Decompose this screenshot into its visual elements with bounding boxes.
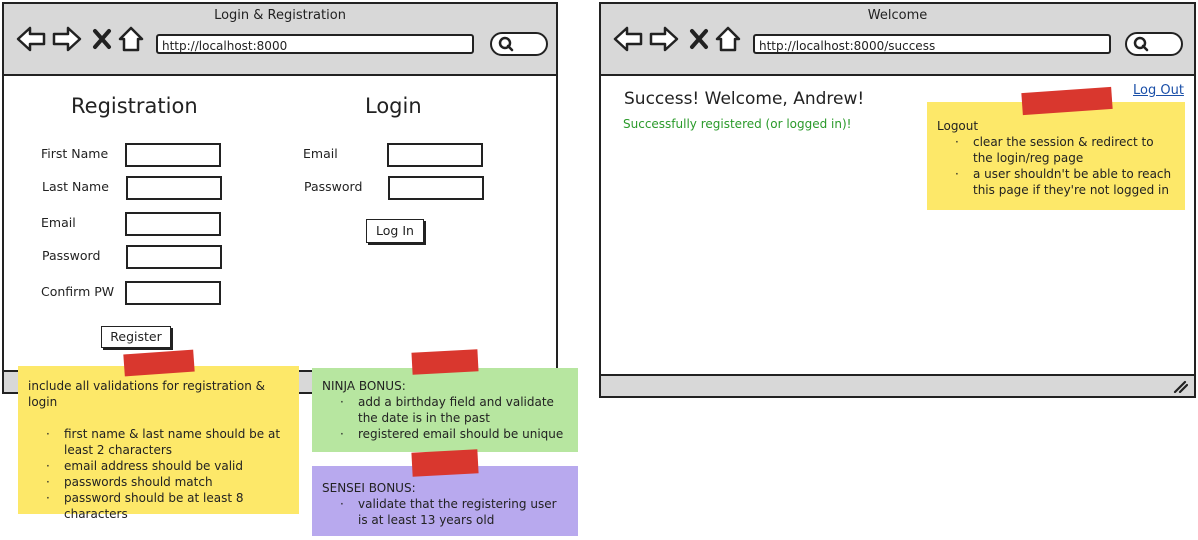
ninja-bonus-note: NINJA BONUS: add a birthday field and va… — [312, 368, 578, 452]
sensei-bonus-note: SENSEI BONUS: validate that the register… — [312, 466, 578, 536]
first-name-field[interactable] — [125, 143, 221, 167]
ninja-list: add a birthday field and validate the da… — [322, 394, 568, 442]
sensei-list: validate that the registering user is at… — [322, 496, 568, 528]
forward-arrow-icon[interactable] — [649, 26, 679, 54]
browser-window-welcome: Welcome http://localhost:8000/success Su… — [599, 2, 1196, 398]
list-item: a user shouldn't be able to reach this p… — [937, 166, 1175, 198]
home-icon[interactable] — [715, 26, 741, 54]
home-icon[interactable] — [118, 26, 144, 54]
last-name-label: Last Name — [42, 179, 109, 194]
search-field[interactable] — [490, 32, 548, 56]
list-item: passwords should match — [28, 474, 289, 490]
last-name-field[interactable] — [126, 176, 222, 200]
validation-list: first name & last name should be at leas… — [28, 426, 289, 522]
title-bar: Login & Registration http://localhost:80… — [4, 4, 556, 76]
login-password-label: Password — [304, 179, 363, 194]
tape-decoration — [411, 349, 479, 375]
password-label: Password — [42, 248, 101, 263]
login-email-field[interactable] — [387, 143, 483, 167]
search-icon — [1133, 36, 1149, 52]
confirm-password-label: Confirm PW — [41, 284, 115, 299]
login-password-field[interactable] — [388, 176, 484, 200]
forward-arrow-icon[interactable] — [52, 26, 82, 54]
email-field[interactable] — [125, 212, 221, 236]
success-message: Successfully registered (or logged in)! — [623, 117, 852, 131]
list-item: validate that the registering user is at… — [322, 496, 568, 528]
window-title: Welcome — [867, 8, 928, 23]
email-label: Email — [41, 215, 76, 230]
first-name-label: First Name — [41, 146, 109, 161]
list-item: registered email should be unique — [322, 426, 568, 442]
logout-note: Logout clear the session & redirect to t… — [927, 102, 1185, 210]
confirm-password-field[interactable] — [125, 281, 221, 305]
search-field[interactable] — [1125, 32, 1183, 56]
list-item: first name & last name should be at leas… — [28, 426, 289, 458]
back-arrow-icon[interactable] — [16, 26, 46, 54]
title-bar: Welcome http://localhost:8000/success — [601, 4, 1194, 76]
tape-decoration — [411, 449, 479, 477]
login-button[interactable]: Log In — [366, 219, 424, 243]
validation-requirements-note: include all validations for registration… — [18, 366, 299, 521]
browser-window-login: Login & Registration http://localhost:80… — [2, 2, 558, 394]
list-item: clear the session & redirect to the logi… — [937, 134, 1175, 166]
note-heading: include all validations for registration… — [28, 379, 265, 409]
resize-grip-icon[interactable] — [1172, 379, 1188, 393]
close-x-icon[interactable] — [689, 26, 709, 54]
welcome-greeting: Success! Welcome, Andrew! — [624, 89, 865, 109]
status-bar — [601, 374, 1194, 396]
note-heading: SENSEI BONUS: — [322, 481, 416, 495]
list-item: password should be at least 8 characters — [28, 490, 289, 522]
back-arrow-icon[interactable] — [613, 26, 643, 54]
password-field[interactable] — [126, 245, 222, 269]
registration-heading: Registration — [71, 94, 198, 118]
register-button[interactable]: Register — [101, 326, 171, 348]
login-email-label: Email — [303, 146, 338, 161]
window-title: Login & Registration — [214, 8, 346, 23]
note-heading: NINJA BONUS: — [322, 379, 406, 393]
logout-list: clear the session & redirect to the logi… — [937, 134, 1175, 198]
list-item: email address should be valid — [28, 458, 289, 474]
address-bar[interactable]: http://localhost:8000 — [156, 34, 474, 54]
close-x-icon[interactable] — [92, 26, 112, 54]
address-bar[interactable]: http://localhost:8000/success — [753, 34, 1111, 54]
note-heading: Logout — [937, 119, 979, 133]
logout-link[interactable]: Log Out — [1133, 83, 1184, 98]
list-item: add a birthday field and validate the da… — [322, 394, 568, 426]
search-icon — [498, 36, 514, 52]
login-heading: Login — [365, 94, 422, 118]
